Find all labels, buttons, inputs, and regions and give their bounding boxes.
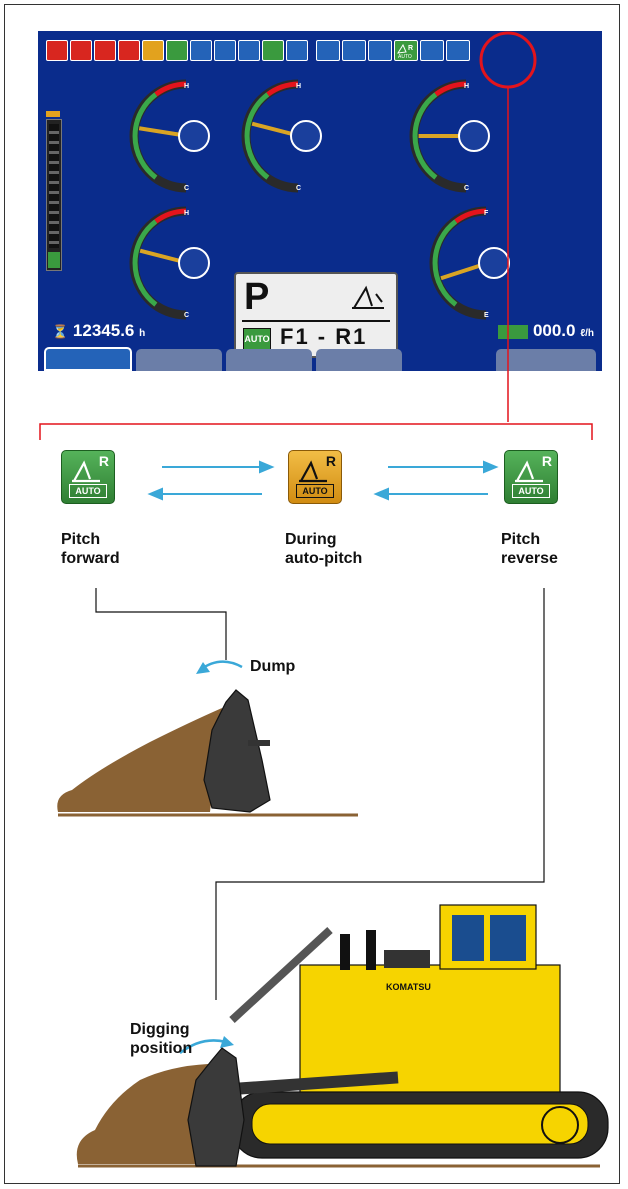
air-cleaner-icon xyxy=(166,40,188,61)
gauge-icon-hub xyxy=(178,120,210,152)
gauge-green-band xyxy=(132,92,158,180)
gauge-red-band xyxy=(454,208,487,224)
auto-pitch-icon-r: R xyxy=(408,45,413,52)
pitch-forward-tile-r: R xyxy=(98,453,109,469)
hour-meter-unit: h xyxy=(139,328,146,339)
f1-dual-tilt-button[interactable] xyxy=(44,347,132,371)
pitch-reverse-blade-icon xyxy=(515,460,543,483)
gauge-red-band xyxy=(434,81,467,97)
fuel-rate-icon xyxy=(498,324,529,339)
engine-oil-pressure-icon xyxy=(70,40,92,61)
f3-button[interactable] xyxy=(226,349,312,371)
pitch-forward-label: Pitch forward xyxy=(61,531,120,567)
gauge-top-label: H xyxy=(184,83,189,90)
during-auto-pitch-tile-label: AUTO xyxy=(296,484,334,498)
f4-button[interactable] xyxy=(316,349,402,371)
gauge-green-band xyxy=(132,219,158,307)
gauge-top-label: H xyxy=(184,210,189,217)
gauge-bottom-label: C xyxy=(296,185,301,192)
blade-tilt-icon xyxy=(316,40,340,61)
gauge-icon-hub xyxy=(178,247,210,279)
pitch-reverse-tile-r: R xyxy=(541,453,552,469)
pitch-reverse-tile-label: AUTO xyxy=(512,484,550,498)
charge-icon xyxy=(238,40,260,61)
during-auto-pitch-tile-r: R xyxy=(325,453,336,469)
hour-meter-icon: ⏳ xyxy=(52,324,69,339)
digging-position-label: Digging position xyxy=(130,1021,193,1057)
gauge-green-band xyxy=(412,92,438,180)
pitch-forward-tile-label: AUTO xyxy=(69,484,107,498)
pitch-reverse-tile: R AUTO xyxy=(504,450,558,504)
pitch-blade-icon xyxy=(352,285,384,309)
gauge-bottom-label: E xyxy=(484,312,489,319)
shoe-slip-icon xyxy=(446,40,470,61)
gear-shift: F1 - R1 xyxy=(280,324,368,349)
hour-meter-value: 12345.6 xyxy=(72,321,135,340)
gauge-fuel-level: FE xyxy=(429,206,510,320)
gauge-icon-hub xyxy=(290,120,322,152)
during-auto-pitch-label: During auto-pitch xyxy=(285,531,363,567)
fuel-rate-unit: ℓ/h xyxy=(580,328,594,339)
gauge-icon-hub xyxy=(478,247,510,279)
during-auto-pitch-blade-icon xyxy=(299,460,327,483)
f6-button[interactable] xyxy=(496,349,596,371)
load-indicator-top xyxy=(46,111,60,117)
gauge-green-band xyxy=(244,92,270,180)
gauge-torque-converter-oil-temp: HC xyxy=(129,206,210,320)
load-indicator-bar xyxy=(46,119,62,271)
f2-button[interactable] xyxy=(136,349,222,371)
ripper-icon xyxy=(190,40,212,61)
preheat-icon xyxy=(142,40,164,61)
eco-icon xyxy=(262,40,284,61)
gauge-red-band xyxy=(266,81,299,97)
mode-letter: P xyxy=(244,276,270,318)
gauge-bottom-label: C xyxy=(464,185,469,192)
auto-pitch-icon-label: AUTO xyxy=(398,54,412,60)
gauge-hydraulic-oil-temp: HC xyxy=(409,79,490,193)
blade-pitch-icon xyxy=(368,40,392,61)
pitch-reverse-label: Pitch reverse xyxy=(501,531,558,567)
gauge-red-band xyxy=(154,81,187,97)
auto-shift-icon xyxy=(420,40,444,61)
auto-pitch-icon: R AUTO xyxy=(394,40,418,61)
figure-frame xyxy=(4,4,620,1184)
decel-icon xyxy=(214,40,236,61)
gauge-top-label: H xyxy=(296,83,301,90)
parking-brake-icon xyxy=(94,40,116,61)
pitch-forward-blade-icon xyxy=(72,460,100,483)
gauge-green-band xyxy=(432,219,458,307)
mode-panel: P AUTO F1 - R1 xyxy=(234,272,398,358)
radiator-icon xyxy=(286,40,308,61)
during-auto-pitch-tile: R AUTO xyxy=(288,450,342,504)
gauge-engine-coolant-temp: HC xyxy=(129,79,210,193)
pitch-forward-tile: R AUTO xyxy=(61,450,115,504)
dump-label: Dump xyxy=(250,658,296,675)
fuel-rate: 000.0 ℓ/h xyxy=(498,321,594,341)
gauge-bottom-label: C xyxy=(184,312,189,319)
gauge-power-train-oil-temp: HC xyxy=(241,79,322,193)
auto-badge: AUTO xyxy=(243,328,271,350)
mode-divider xyxy=(242,320,390,322)
dual-tilt-icon xyxy=(342,40,366,61)
coolant-level-icon xyxy=(118,40,140,61)
hour-meter: ⏳ 12345.6 h xyxy=(52,321,145,341)
fuel-rate-value: 000.0 xyxy=(532,321,576,340)
gauge-top-label: F xyxy=(484,210,489,217)
gauge-red-band xyxy=(154,208,187,224)
gauge-top-label: H xyxy=(464,83,469,90)
seatbelt-warning-icon xyxy=(46,40,68,61)
gauge-bottom-label: C xyxy=(184,185,189,192)
gauge-icon-hub xyxy=(458,120,490,152)
